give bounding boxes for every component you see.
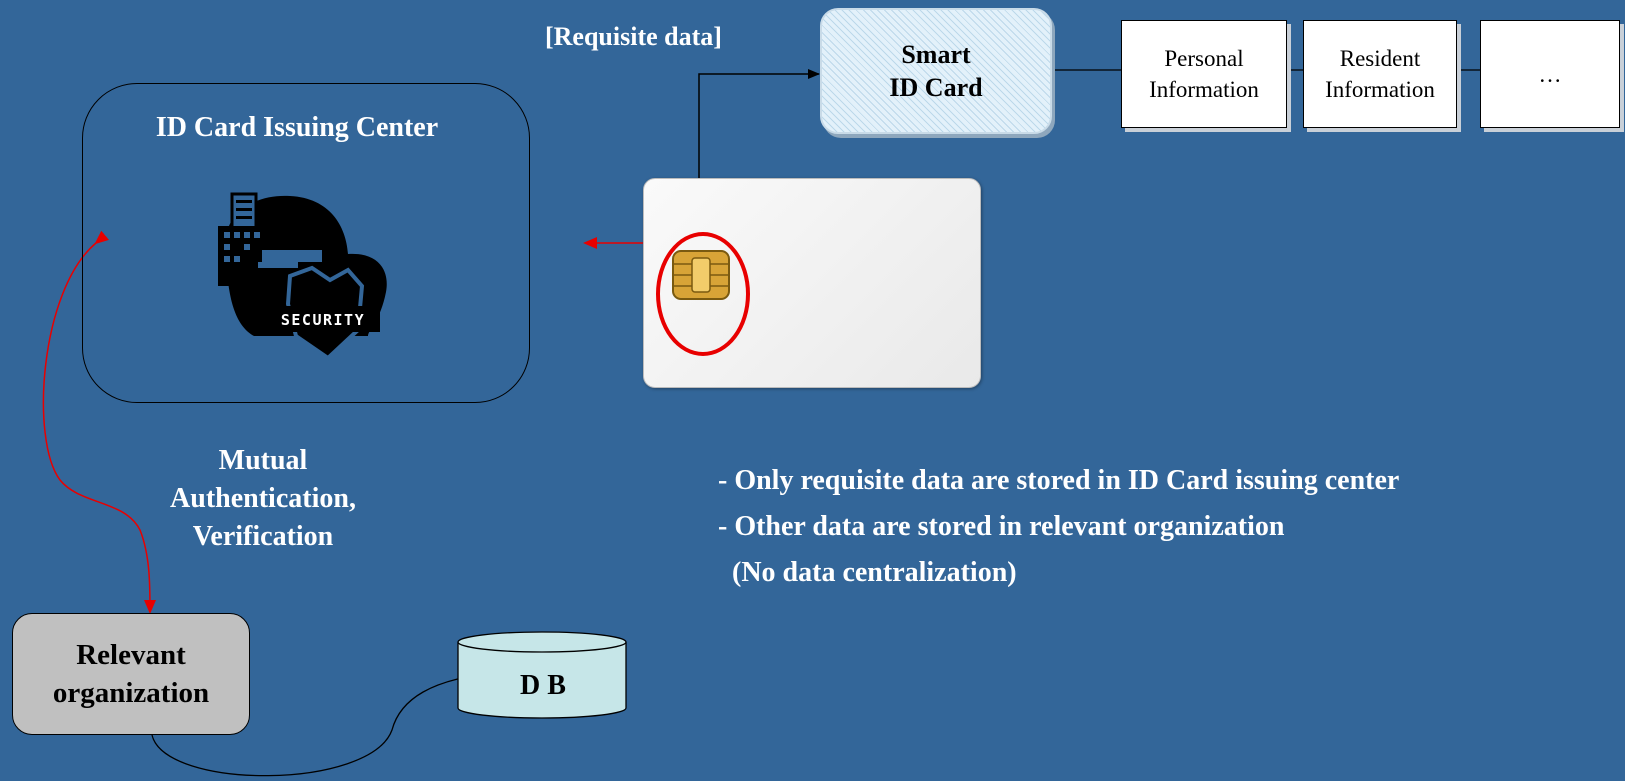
mutual-auth-arrow — [42, 230, 156, 614]
personal-info-line2: Information — [1149, 77, 1259, 102]
smart-card-line1: Smart — [901, 40, 971, 69]
database-label: D B — [520, 670, 566, 701]
auth-line3: Verification — [192, 521, 334, 552]
security-icon-text: SECURITY — [281, 311, 365, 329]
personal-info-box: Personal Information — [1121, 20, 1287, 128]
more-info-box: … — [1480, 20, 1620, 128]
note-item: (No data centralization) — [718, 557, 1017, 588]
org-line2: organization — [52, 677, 210, 709]
auth-line2: Authentication, — [170, 483, 356, 514]
personal-info-line1: Personal — [1164, 46, 1244, 71]
chip-highlight-ring — [656, 232, 750, 356]
requisite-data-label: [Requisite data] — [545, 22, 722, 51]
issuing-center-box — [82, 83, 530, 403]
note-item: - Only requisite data are stored in ID C… — [718, 465, 1400, 496]
relevant-organization-box: Relevant organization — [12, 613, 250, 735]
note-item: - Other data are stored in relevant orga… — [718, 511, 1285, 542]
notes-list: - Only requisite data are stored in ID C… — [718, 458, 1399, 596]
resident-info-line1: Resident — [1339, 46, 1421, 71]
resident-info-box: Resident Information — [1303, 20, 1457, 128]
database-cylinder — [457, 631, 627, 719]
resident-info-line2: Information — [1325, 77, 1435, 102]
mutual-auth-label: Mutual Authentication, Verification — [118, 442, 408, 556]
more-info-ellipsis: … — [1538, 61, 1562, 87]
smart-card-line2: ID Card — [889, 73, 983, 102]
issuing-center-title: ID Card Issuing Center — [155, 112, 439, 143]
smart-id-card-box: Smart ID Card — [820, 8, 1052, 134]
security-icon: SECURITY — [218, 192, 387, 361]
org-to-db-line — [151, 671, 504, 777]
auth-line1: Mutual — [218, 445, 308, 476]
org-line1: Relevant — [76, 639, 186, 671]
